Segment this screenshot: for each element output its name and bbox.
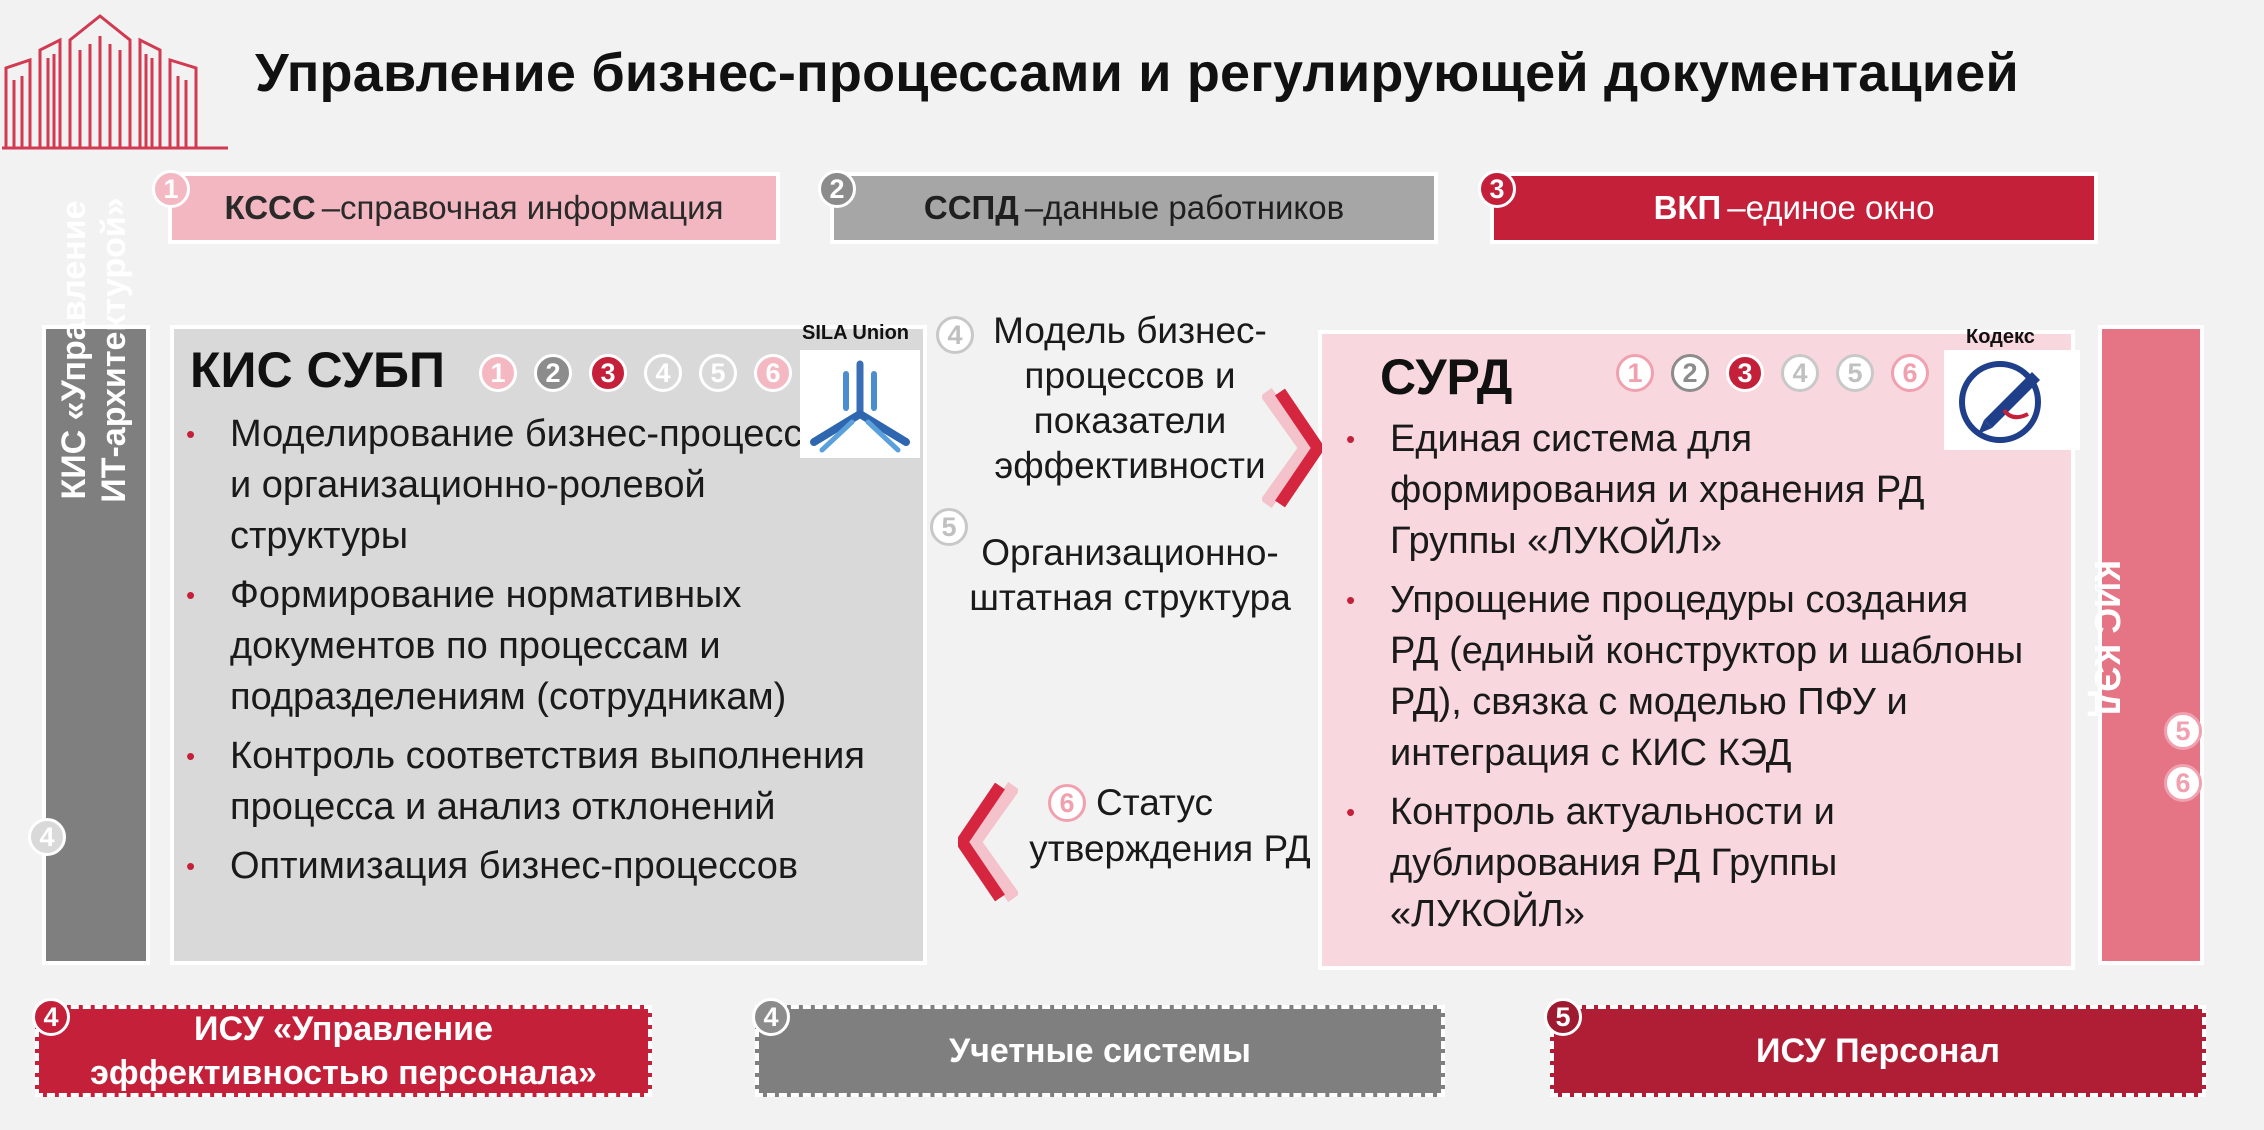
- flow6-label-line1: Статус: [1096, 782, 1213, 823]
- kis-subp-bullet: Моделирование бизнес-процессов и организ…: [174, 409, 874, 562]
- isu-performance-bar: ИСУ «Управление эффективностью персонала…: [35, 1005, 652, 1097]
- kis-ked-badge-6: 6: [2164, 764, 2202, 802]
- isu-performance-line1: ИСУ «Управление: [194, 1010, 493, 1048]
- flow5-badge: 5: [930, 508, 968, 546]
- vkp-bar: ВКП –единое окно: [1490, 172, 2098, 244]
- kis-subp-bullet: Оптимизация бизнес-процессов: [174, 841, 874, 892]
- kis-subp-bullets: Моделирование бизнес-процессов и организ…: [174, 409, 874, 900]
- accounting-systems-bar: Учетные системы: [755, 1005, 1445, 1097]
- kis-subp-badge-4: 4: [644, 354, 682, 392]
- kis-subp-badge-5: 5: [699, 354, 737, 392]
- kis-ked-label: КИС КЭД: [2087, 560, 2128, 717]
- kis-subp-badge-1: 1: [479, 354, 517, 392]
- surd-badge-3: 3: [1726, 354, 1764, 392]
- flow5-label: Организационно- штатная структура: [950, 530, 1310, 620]
- flow4-line3: показатели: [1033, 400, 1227, 441]
- kis-subp-title: КИС СУБП: [190, 342, 445, 398]
- surd-badge-2: 2: [1671, 354, 1709, 392]
- flow4-badge: 4: [936, 316, 974, 354]
- kodeks-logo-icon: [1959, 361, 2041, 443]
- kis-subp-bullet: Контроль соответствия выполнения процесс…: [174, 731, 874, 833]
- it-architecture-badge: 4: [28, 818, 66, 856]
- ksss-desc: –справочная информация: [321, 189, 724, 226]
- isu-performance-line2: эффективностью персонала»: [90, 1054, 597, 1092]
- isu-personnel-badge: 5: [1544, 998, 1582, 1036]
- surd-title: СУРД: [1380, 349, 1513, 405]
- accounting-systems-label: Учетные системы: [949, 1032, 1251, 1070]
- kodeks-label: Кодекс: [1966, 326, 2035, 348]
- flow4-line1: Модель бизнес-: [993, 310, 1267, 351]
- kis-subp-badge-6: 6: [754, 354, 792, 392]
- sila-union-label: SILA Union: [802, 322, 910, 344]
- flow4-line2: процессов и: [1024, 355, 1236, 396]
- ksss-name: КССС: [224, 189, 316, 226]
- surd-badge-6: 6: [1891, 354, 1929, 392]
- kis-subp-badge-2: 2: [534, 354, 572, 392]
- flow4-label: Модель бизнес- процессов и показатели эф…: [950, 308, 1310, 488]
- vkp-badge: 3: [1478, 170, 1516, 208]
- company-building-logo: [0, 10, 230, 150]
- flow4-line4: эффективности: [994, 445, 1266, 486]
- surd-badge-5: 5: [1836, 354, 1874, 392]
- sspd-desc: –данные работников: [1024, 189, 1345, 226]
- kis-subp-badge-3: 3: [589, 354, 627, 392]
- flow6-label-line2: утверждения РД: [1029, 828, 1311, 869]
- kis-subp-bullet: Формирование нормативных документов по п…: [174, 570, 874, 723]
- it-architecture-line2: ИТ-архитектурой»: [95, 197, 133, 503]
- sspd-badge: 2: [818, 170, 856, 208]
- it-architecture-panel: [42, 325, 150, 965]
- kodeks-logo: [1944, 350, 2080, 450]
- flow6-badge: 6: [1048, 784, 1086, 822]
- page-title: Управление бизнес-процессами и регулирую…: [255, 43, 2019, 103]
- kis-ked-badge-5: 5: [2164, 712, 2202, 750]
- surd-badge-4: 4: [1781, 354, 1819, 392]
- flow5-line1: Организационно-: [981, 532, 1279, 573]
- it-architecture-line1: КИС «Управление: [55, 200, 93, 500]
- sila-union-logo: [800, 350, 920, 458]
- isu-performance-badge: 4: [32, 998, 70, 1036]
- surd-bullet: Контроль актуальности и дублирования РД …: [1334, 787, 2024, 940]
- surd-bullet: Упрощение процедуры создания РД (единый …: [1334, 575, 2024, 779]
- isu-personnel-label: ИСУ Персонал: [1756, 1032, 2000, 1070]
- sspd-name: ССПД: [923, 189, 1019, 226]
- building-icon: [2, 14, 228, 150]
- surd-bullets: Единая система для формирования и хранен…: [1334, 414, 2024, 948]
- arrow-right-icon: [1262, 388, 1322, 508]
- ksss-badge: 1: [152, 170, 190, 208]
- it-architecture-label: КИС «Управление ИТ-архитектурой»: [54, 40, 134, 660]
- accounting-systems-badge: 4: [752, 998, 790, 1036]
- ksss-bar: КССС –справочная информация: [168, 172, 780, 244]
- sspd-bar: ССПД –данные работников: [830, 172, 1438, 244]
- vkp-desc: –единое окно: [1727, 189, 1935, 226]
- surd-badge-1: 1: [1616, 354, 1654, 392]
- flow5-line2: штатная структура: [969, 577, 1291, 618]
- isu-personnel-bar: ИСУ Персонал: [1550, 1005, 2206, 1097]
- surd-panel: СУРД 1 2 3 4 5 6 Единая система для форм…: [1318, 330, 2075, 970]
- vkp-name: ВКП: [1653, 189, 1722, 226]
- sila-union-logo-icon: [810, 360, 910, 453]
- kis-ked-panel: [2098, 325, 2204, 965]
- surd-bullet: Единая система для формирования и хранен…: [1334, 414, 2024, 567]
- arrow-left-icon: [958, 782, 1018, 902]
